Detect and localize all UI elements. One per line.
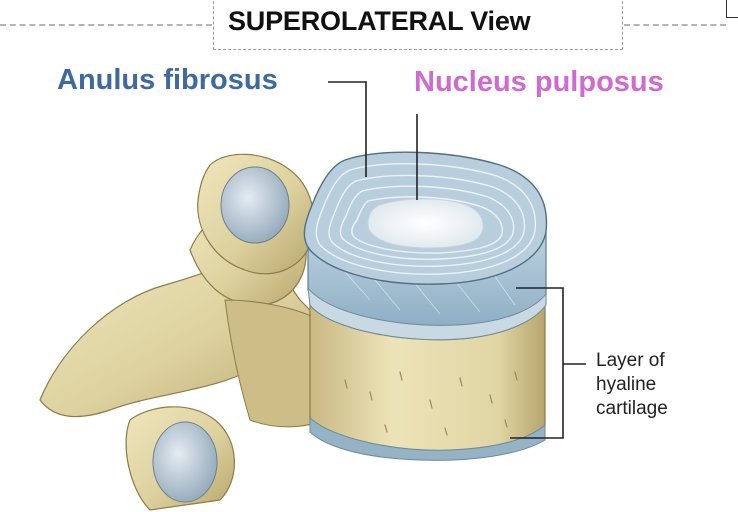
hyaline-cartilage-inferior — [309, 416, 546, 461]
corner-bracket — [726, 0, 738, 18]
hyaline-label-line-2: hyaline — [596, 374, 657, 395]
title-frame — [213, 0, 623, 50]
nucleus-pulposus-region — [367, 198, 484, 249]
anulus-lamellae — [315, 163, 537, 275]
anulus-fibrosus-label: Anulus fibrosus — [57, 64, 278, 96]
nucleus-pulposus-label: Nucleus pulposus — [414, 66, 664, 98]
hyaline-cartilage-superior — [307, 286, 547, 341]
inferior-facet-icon — [152, 421, 218, 503]
hyaline-cartilage-label: Layer of hyaline cartilage — [596, 349, 668, 421]
bone-texture — [344, 371, 518, 436]
anulus-leader-line — [328, 81, 367, 177]
leader-lines — [328, 81, 586, 439]
hyaline-bracket — [510, 287, 564, 439]
dashed-frame-right — [624, 24, 726, 26]
superior-facet-icon — [220, 166, 290, 244]
hyaline-label-line-1: Layer of — [596, 350, 665, 371]
intervertebral-disc — [303, 151, 548, 341]
dashed-frame-left — [0, 24, 212, 26]
hyaline-label-line-3: cartilage — [596, 398, 668, 419]
posterior-elements — [39, 153, 332, 511]
view-title: SUPEROLATERAL View — [228, 6, 531, 36]
pedicle — [224, 299, 326, 428]
